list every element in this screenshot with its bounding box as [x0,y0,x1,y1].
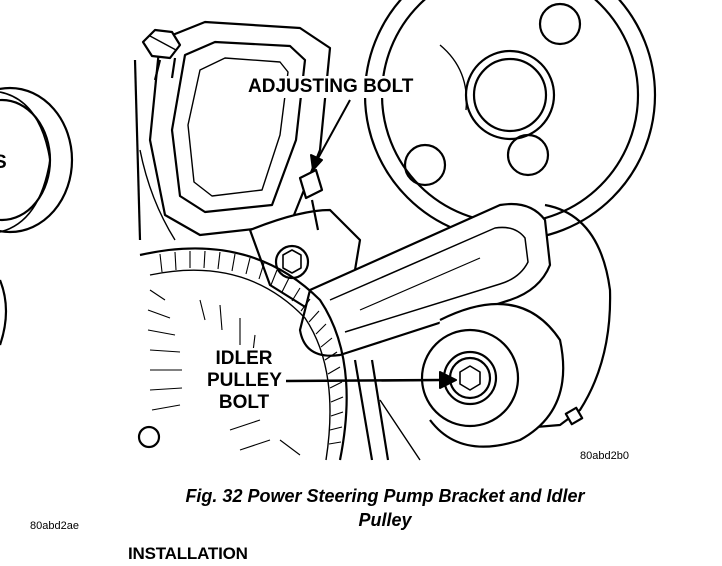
right-housing [499,203,612,432]
pump-arm [298,202,552,357]
figure-image-code: 80abd2b0 [580,450,629,462]
callout-line-bolt: BOLT [218,392,270,413]
pump-bracket [133,20,332,241]
adjusting-bolt-part [298,168,324,231]
left-pulley-fragment [0,86,74,346]
callout-line-idler: IDLER [215,348,273,369]
adjusting-bolt-label: ADJUSTING BOLT [246,76,416,98]
section-heading: INSTALLATION [128,544,248,563]
left-fragment-label: S [0,152,7,173]
caption-line-2: Pulley [358,510,412,530]
leader-lines [285,99,457,389]
left-figure-image-code: 80abd2ae [30,520,79,532]
figure-illustration [0,0,657,461]
idler-pulley-bolt-label: IDLER PULLEY BOLT [205,348,283,414]
figure-caption: Fig. 32 Power Steering Pump Bracket and … [150,484,620,532]
idler-pulley [420,302,565,448]
struts [353,359,421,461]
callout-line-pulley: PULLEY [207,370,282,391]
caption-line-1: Fig. 32 Power Steering Pump Bracket and … [185,486,585,506]
